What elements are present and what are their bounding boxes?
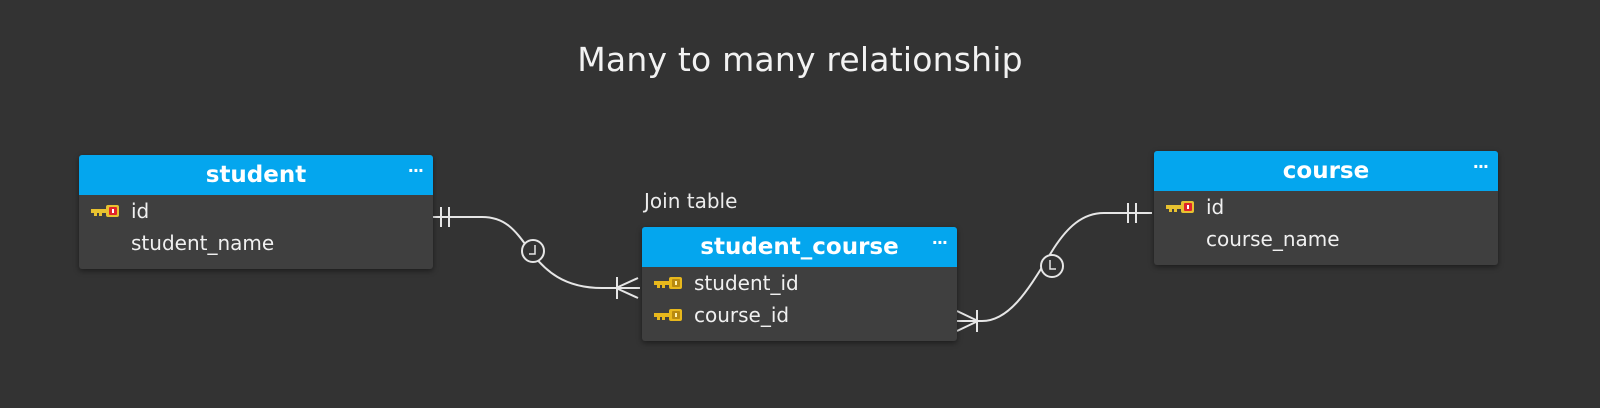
entity-header: student_course ··· <box>642 227 957 267</box>
primary-key-icon <box>91 205 119 217</box>
more-options-icon[interactable]: ··· <box>931 233 948 252</box>
field-name: student_id <box>694 271 799 295</box>
field-row[interactable]: student_name <box>79 227 433 259</box>
relationship-course-to-join[interactable] <box>956 203 1152 332</box>
more-options-icon[interactable]: ··· <box>407 161 424 180</box>
foreign-key-icon <box>654 277 682 289</box>
entity-name: student_course <box>700 234 899 260</box>
entity-header: student ··· <box>79 155 433 195</box>
crows-foot-mark <box>956 310 979 332</box>
field-name: id <box>1206 195 1225 219</box>
field-row[interactable]: id <box>1154 191 1498 223</box>
entity-student-course[interactable]: student_course ··· student_id <box>642 227 957 341</box>
field-name: course_name <box>1206 227 1340 251</box>
zero-circle-mark <box>1040 254 1064 278</box>
diagram-title: Many to many relationship <box>577 40 1023 79</box>
join-table-label: Join table <box>644 189 738 213</box>
entity-name: course <box>1282 158 1370 184</box>
zero-circle-mark <box>521 239 545 263</box>
field-row[interactable]: course_id <box>642 299 957 331</box>
entity-header: course ··· <box>1154 151 1498 191</box>
field-name: id <box>131 199 150 223</box>
field-row[interactable]: course_name <box>1154 223 1498 255</box>
field-name: course_id <box>694 303 790 327</box>
crows-foot-mark <box>615 277 639 299</box>
field-row[interactable]: student_id <box>642 267 957 299</box>
foreign-key-icon <box>654 309 682 321</box>
primary-key-icon <box>1166 201 1194 213</box>
entity-student[interactable]: student ··· id student_name <box>79 155 433 269</box>
more-options-icon[interactable]: ··· <box>1472 157 1489 176</box>
field-row[interactable]: id <box>79 195 433 227</box>
entity-name: student <box>205 162 307 188</box>
field-name: student_name <box>131 231 275 255</box>
relationship-student-to-join[interactable] <box>433 207 640 299</box>
entity-course[interactable]: course ··· id course_name <box>1154 151 1498 265</box>
